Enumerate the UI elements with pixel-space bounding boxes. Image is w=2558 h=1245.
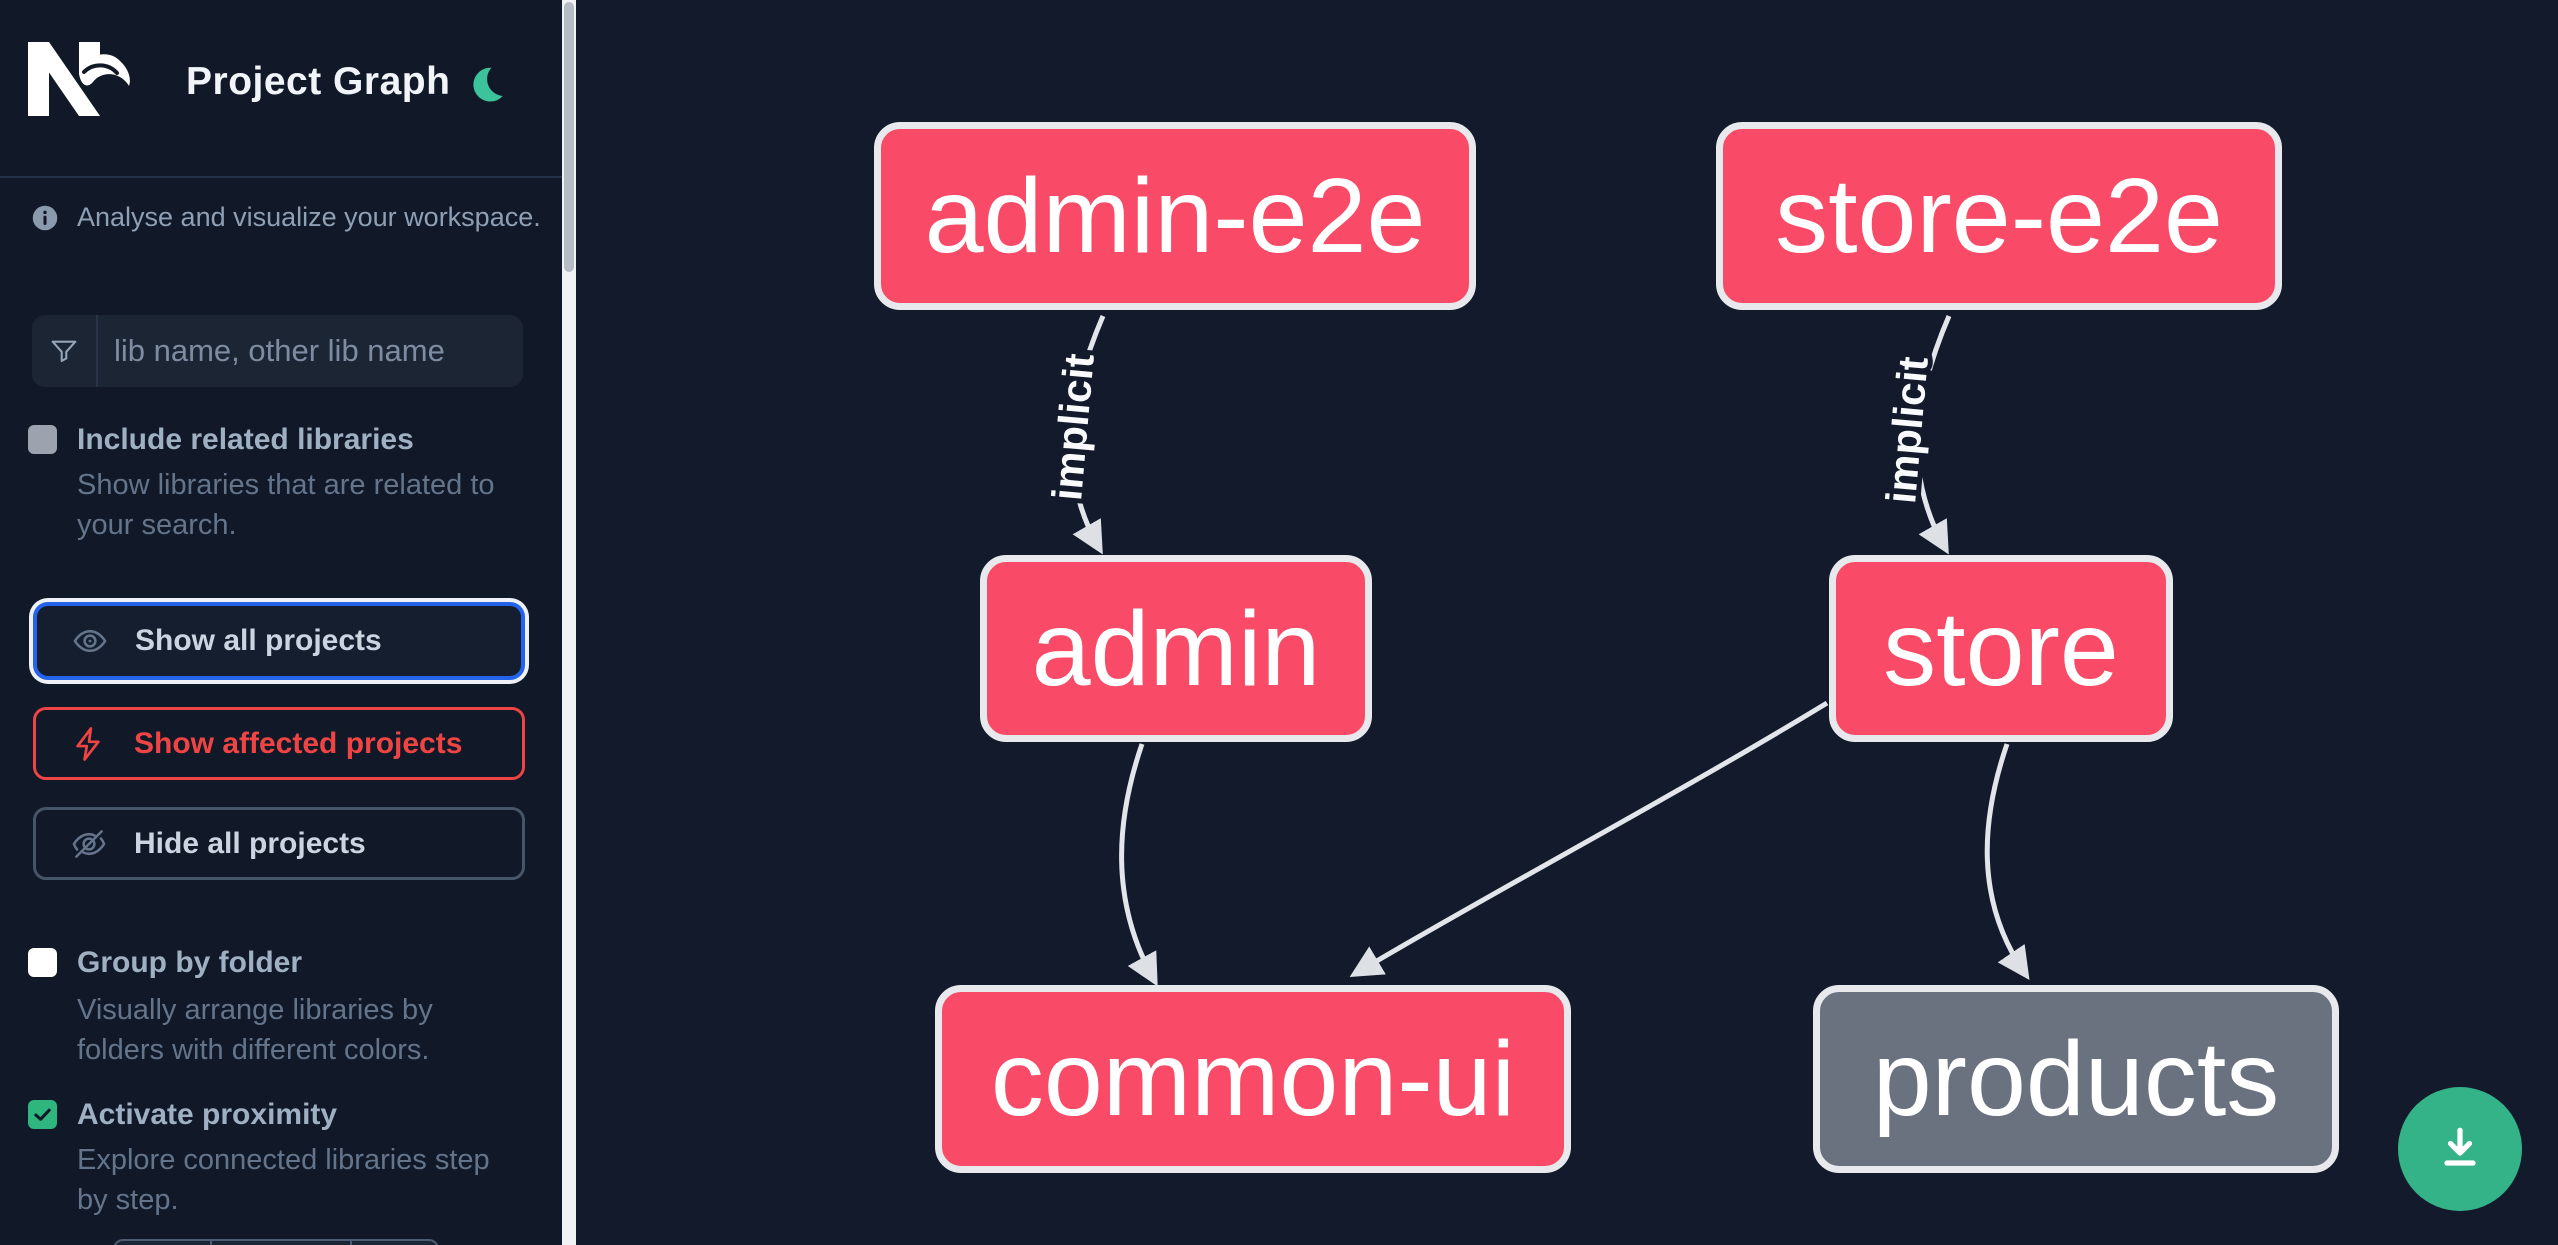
eye-off-icon bbox=[72, 829, 106, 858]
graph-node-common-ui[interactable]: common-ui bbox=[935, 985, 1571, 1173]
filter-input[interactable] bbox=[98, 317, 523, 385]
edge-admin-e2e-to-admin bbox=[1068, 315, 1106, 555]
button-label: Show affected projects bbox=[134, 726, 463, 760]
workspace-tagline: Analyse and visualize your workspace. bbox=[31, 202, 541, 233]
option-description: Show libraries that are related to your … bbox=[77, 469, 495, 541]
graph-node-store-e2e[interactable]: store-e2e bbox=[1716, 122, 2282, 310]
option-label: Group by folder bbox=[77, 946, 302, 979]
edge-admin-to-common-ui bbox=[1119, 743, 1158, 987]
eye-icon bbox=[73, 629, 107, 653]
option-label: Activate proximity bbox=[77, 1098, 338, 1131]
show-all-projects-button[interactable]: Show all projects bbox=[33, 602, 525, 680]
info-icon bbox=[32, 205, 58, 230]
edge-label-implicit: implicit bbox=[1043, 352, 1103, 503]
edge-store-to-products bbox=[1984, 743, 2030, 981]
graph-node-admin[interactable]: admin bbox=[980, 555, 1372, 742]
header-divider bbox=[0, 176, 562, 178]
edge-store-to-common-ui bbox=[1349, 700, 1829, 977]
option-description: Explore connected libraries step by step… bbox=[77, 1144, 490, 1216]
theme-toggle-button[interactable] bbox=[464, 60, 516, 112]
group-by-folder-checkbox[interactable] bbox=[28, 948, 57, 977]
sidebar-scrollbar-track[interactable] bbox=[562, 0, 576, 1245]
check-icon bbox=[34, 1108, 51, 1121]
proximity-depth-stepper[interactable] bbox=[113, 1239, 439, 1245]
download-icon bbox=[2444, 1127, 2476, 1166]
nx-logo bbox=[28, 42, 130, 116]
graph-node-products[interactable]: products bbox=[1813, 985, 2339, 1173]
graph-node-admin-e2e[interactable]: admin-e2e bbox=[874, 122, 1476, 310]
show-affected-projects-button[interactable]: Show affected projects bbox=[33, 707, 525, 780]
activate-proximity-checkbox[interactable] bbox=[28, 1100, 57, 1129]
option-description: Visually arrange libraries by folders wi… bbox=[77, 994, 433, 1066]
option-label: Include related libraries bbox=[77, 423, 414, 456]
tagline-text: Analyse and visualize your workspace. bbox=[77, 202, 541, 232]
button-label: Show all projects bbox=[135, 624, 382, 657]
page-title: Project Graph bbox=[186, 60, 451, 103]
graph-edges-layer: implicit implicit bbox=[1038, 315, 2030, 987]
filter-funnel-icon bbox=[51, 340, 77, 363]
button-label: Hide all projects bbox=[134, 826, 366, 860]
graph-canvas[interactable]: implicit implicit admin-e2e store-e2e ad… bbox=[576, 0, 2558, 1245]
edge-label-implicit: implicit bbox=[1877, 355, 1937, 506]
include-related-checkbox[interactable] bbox=[28, 425, 57, 454]
filter-icon-cell bbox=[32, 315, 98, 387]
graph-node-store[interactable]: store bbox=[1829, 555, 2173, 742]
download-image-button[interactable] bbox=[2398, 1087, 2522, 1211]
hide-all-projects-button[interactable]: Hide all projects bbox=[33, 807, 525, 880]
filter-input-group bbox=[32, 315, 523, 387]
sidebar-scrollbar-thumb[interactable] bbox=[564, 2, 574, 272]
bolt-icon bbox=[76, 726, 100, 761]
sidebar: Project Graph Analyse and visualize your… bbox=[0, 0, 562, 1245]
edge-store-e2e-to-store bbox=[1914, 315, 1952, 555]
moon-icon bbox=[473, 67, 503, 101]
